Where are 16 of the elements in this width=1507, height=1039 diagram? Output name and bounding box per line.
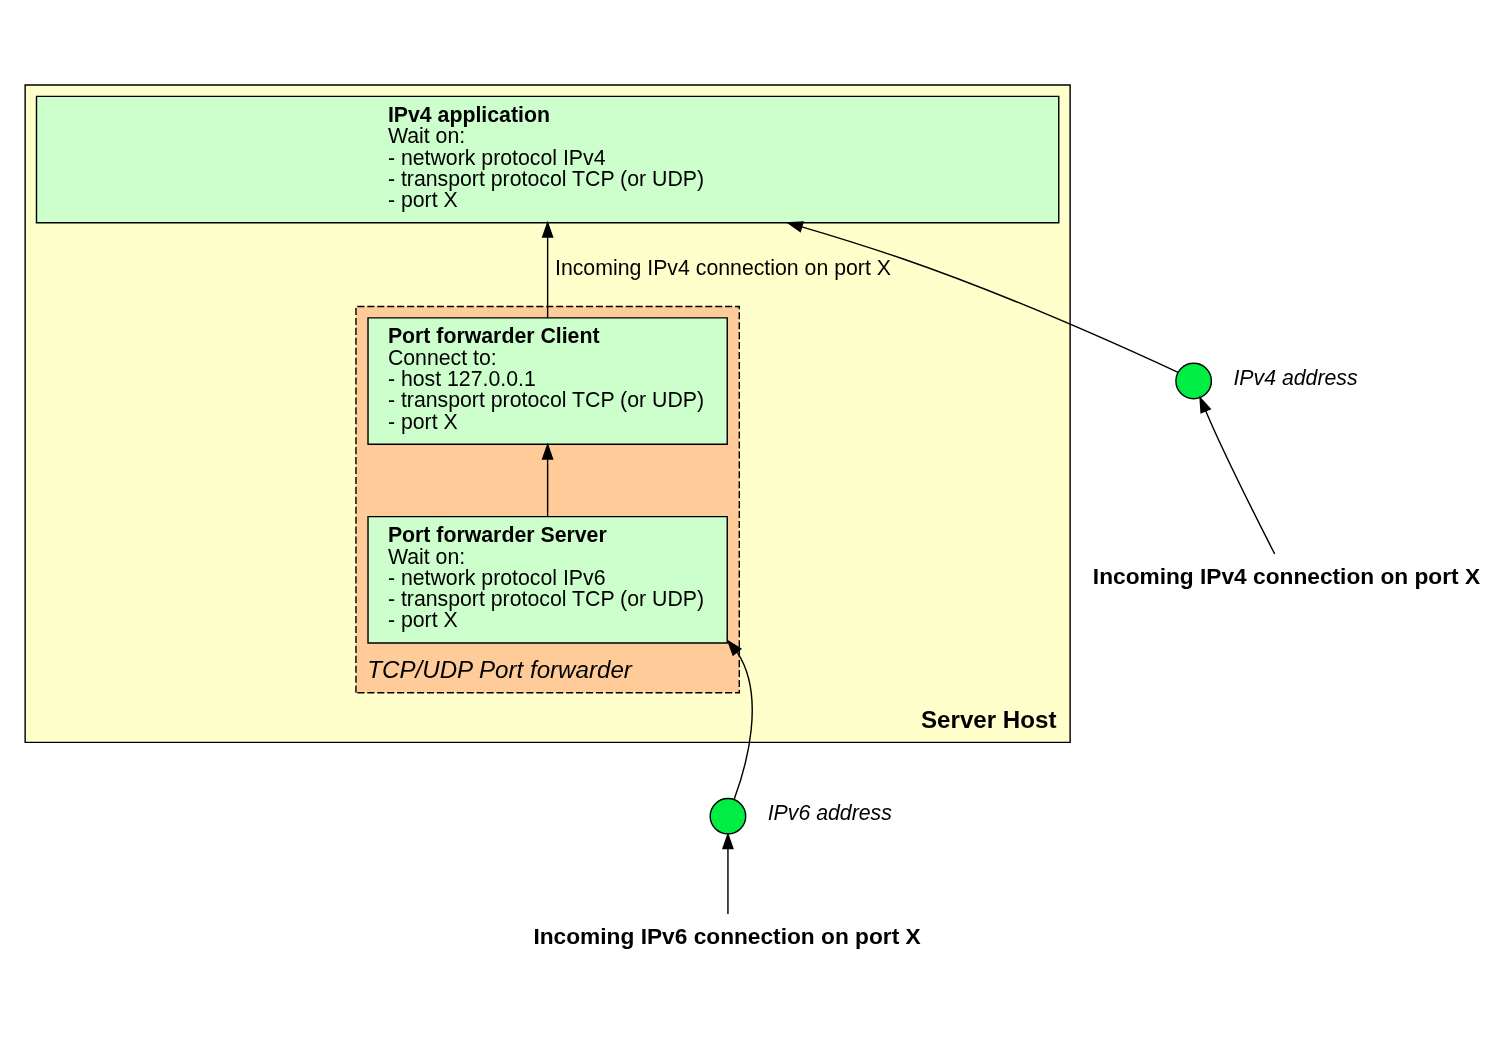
edge-label: Incoming IPv4 connection on port X xyxy=(554,256,891,281)
node-circle xyxy=(709,797,747,835)
arrow xyxy=(726,639,753,800)
node-text: Incoming IPv6 connection on port X xyxy=(533,922,921,949)
arrow xyxy=(1199,395,1276,555)
arrow xyxy=(541,442,554,518)
arrow xyxy=(785,221,1179,374)
node-label: IPv6 address xyxy=(767,800,892,825)
node-box: Port forwarder Client Connect to: - host 127.0.0.1 - transport protocol TCP (or UDP) - port X xyxy=(367,317,728,445)
node-text: Incoming IPv4 connection on port X xyxy=(1092,562,1481,589)
arrow xyxy=(541,220,554,319)
node-box: Port forwarder Server Wait on: - network protocol IPv6 - transport protocol TCP (or UDP) - port X xyxy=(367,515,728,644)
node-box: IPv4 application Wait on: - network protocol IPv4 - transport protocol TCP (or UDP) - port X xyxy=(35,95,1060,224)
arrow xyxy=(721,832,734,915)
node-circle xyxy=(1175,362,1213,400)
node-label: IPv4 address xyxy=(1233,365,1358,390)
